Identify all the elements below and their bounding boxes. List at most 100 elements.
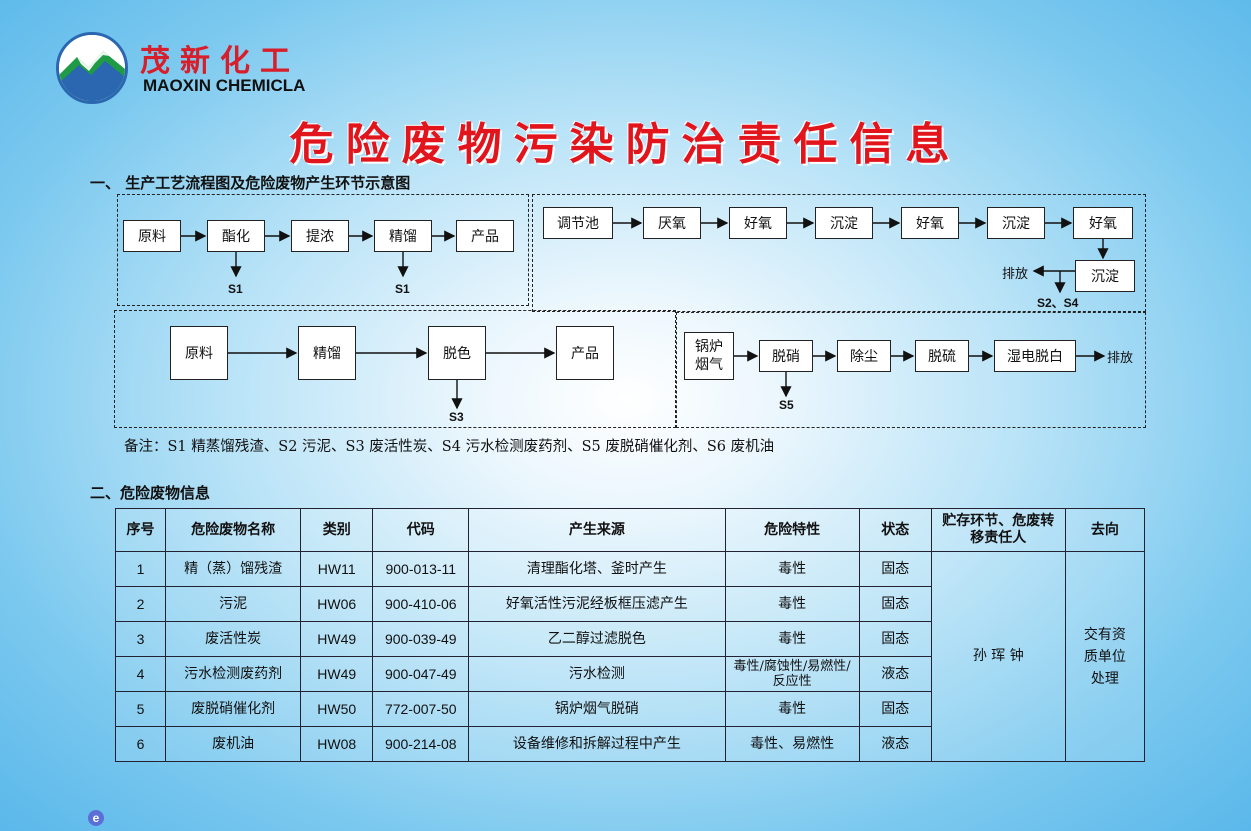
flow-b-discharge: 排放	[1002, 267, 1029, 282]
cell-index: 3	[114, 621, 167, 657]
flow-b-step: 沉淀	[987, 207, 1045, 239]
flow-panel-d	[676, 312, 1146, 428]
cell-category: HW08	[300, 726, 374, 762]
cell-source: 锅炉烟气脱硝	[468, 691, 726, 727]
cell-code: 772-007-50	[372, 691, 470, 727]
flow-d-step: 除尘	[837, 340, 891, 372]
cell-index: 5	[114, 691, 167, 727]
cell-code: 900-214-08	[372, 726, 470, 762]
cell-waste-name: 废活性炭	[165, 621, 302, 657]
cell-hazard: 毒性	[724, 551, 860, 587]
flow-panel-c	[114, 310, 676, 428]
flow-d-step: 锅炉烟气	[684, 332, 734, 380]
hazardous-waste-table: 序号 危险废物名称 类别 代码 产生来源 危险特性 状态 贮存环节、危废转移责任…	[114, 508, 1146, 762]
brand-en: MAOXIN CHEMICLA	[143, 76, 306, 95]
cell-category: HW06	[300, 586, 374, 622]
table-row: 1 精（蒸）馏残渣 HW11 900-013-11 清理酯化塔、釜时产生 毒性 …	[114, 551, 1146, 762]
col-header: 贮存环节、危废转移责任人	[930, 508, 1066, 552]
flow-a-step: 酯化	[207, 220, 265, 252]
cell-code: 900-047-49	[372, 656, 470, 692]
flow-b-step: 沉淀	[815, 207, 873, 239]
cell-hazard: 毒性	[724, 621, 860, 657]
cell-state: 固态	[858, 621, 932, 657]
cell-responsible: 孙 珲 钟	[930, 551, 1066, 762]
cell-hazard: 毒性/腐蚀性/易燃性/反应性	[724, 656, 860, 692]
cell-hazard: 毒性	[724, 586, 860, 622]
cell-state: 固态	[858, 551, 932, 587]
col-header: 状态	[858, 508, 932, 552]
maoxin-logo	[56, 32, 128, 104]
waste-label-s1: S1	[228, 282, 243, 296]
cell-state: 固态	[858, 586, 932, 622]
flow-a-step: 提浓	[291, 220, 349, 252]
table-row: 6 废机油 HW08 900-214-08 设备维修和拆解过程中产生 毒性、易燃…	[114, 726, 1145, 762]
col-header: 类别	[300, 508, 374, 552]
col-header: 产生来源	[468, 508, 726, 552]
flow-b-step: 沉淀	[1075, 260, 1135, 292]
cell-index: 2	[114, 586, 167, 622]
table-row: 3 废活性炭 HW49 900-039-49 乙二醇过滤脱色 毒性 固态	[114, 621, 1145, 657]
e-icon: e	[88, 810, 104, 826]
cell-source: 好氧活性污泥经板框压滤产生	[468, 586, 726, 622]
waste-label-s3: S3	[449, 410, 464, 424]
waste-label-s1: S1	[395, 282, 410, 296]
flow-b-step: 好氧	[1073, 207, 1133, 239]
cell-waste-name: 精（蒸）馏残渣	[165, 551, 302, 587]
cell-state: 液态	[858, 726, 932, 762]
flow-panel-a	[117, 194, 529, 306]
cell-category: HW11	[300, 551, 374, 587]
cell-code: 900-013-11	[372, 551, 470, 587]
cell-category: HW50	[300, 691, 374, 727]
flow-d-step: 脱硫	[915, 340, 969, 372]
table-row: 5 废脱硝催化剂 HW50 772-007-50 锅炉烟气脱硝 毒性 固态	[114, 691, 1145, 727]
col-header: 序号	[114, 508, 167, 552]
cell-hazard: 毒性、易燃性	[724, 726, 860, 762]
cell-index: 4	[114, 656, 167, 692]
cell-category: HW49	[300, 656, 374, 692]
cell-source: 乙二醇过滤脱色	[468, 621, 726, 657]
flow-d-discharge: 排放	[1107, 351, 1134, 366]
cell-source: 设备维修和拆解过程中产生	[468, 726, 726, 762]
flow-a-step: 精馏	[374, 220, 432, 252]
cell-source: 污水检测	[468, 656, 726, 692]
waste-label-s2-s4: S2、S4	[1037, 296, 1079, 310]
cell-code: 900-410-06	[372, 586, 470, 622]
flow-c-step: 原料	[170, 326, 228, 380]
col-header: 危险特性	[724, 508, 860, 552]
cell-source: 清理酯化塔、釜时产生	[468, 551, 726, 587]
waste-label-s5: S5	[779, 398, 794, 412]
cell-state: 液态	[858, 656, 932, 692]
cell-waste-name: 污泥	[165, 586, 302, 622]
cell-waste-name: 废机油	[165, 726, 302, 762]
flow-a-step: 产品	[456, 220, 514, 252]
col-header: 代码	[372, 508, 470, 552]
cell-category: HW49	[300, 621, 374, 657]
flow-panel-b	[532, 194, 1146, 312]
table-header-row: 序号 危险废物名称 类别 代码 产生来源 危险特性 状态 贮存环节、危废转移责任…	[114, 508, 1146, 552]
brand-cn: 茂新化工	[140, 44, 300, 79]
flow-c-step: 精馏	[298, 326, 356, 380]
cell-index: 1	[114, 551, 167, 587]
page-title: 危险废物污染防治责任信息	[289, 119, 962, 170]
col-header: 危险废物名称	[165, 508, 302, 552]
flow-c-step: 产品	[556, 326, 614, 380]
table-row: 4 污水检测废药剂 HW49 900-047-49 污水检测 毒性/腐蚀性/易燃…	[114, 656, 1145, 692]
flow-d-step: 湿电脱白	[994, 340, 1076, 372]
flow-c-step: 脱色	[428, 326, 486, 380]
flow-b-step: 调节池	[543, 207, 613, 239]
flow-b-step: 好氧	[901, 207, 959, 239]
cell-index: 6	[114, 726, 167, 762]
section2-heading: 二、危险废物信息	[90, 484, 211, 502]
cell-code: 900-039-49	[372, 621, 470, 657]
section1-heading: 一、 生产工艺流程图及危险废物产生环节示意图	[90, 174, 411, 192]
flow-a-step: 原料	[123, 220, 181, 252]
cell-waste-name: 废脱硝催化剂	[165, 691, 302, 727]
flow-d-step: 脱硝	[759, 340, 813, 372]
cell-waste-name: 污水检测废药剂	[165, 656, 302, 692]
cell-destination: 交有资质单位处理	[1064, 551, 1146, 762]
cell-hazard: 毒性	[724, 691, 860, 727]
flow-b-step: 厌氧	[643, 207, 701, 239]
cell-state: 固态	[858, 691, 932, 727]
flow-b-step: 好氧	[729, 207, 787, 239]
col-header: 去向	[1064, 508, 1146, 552]
